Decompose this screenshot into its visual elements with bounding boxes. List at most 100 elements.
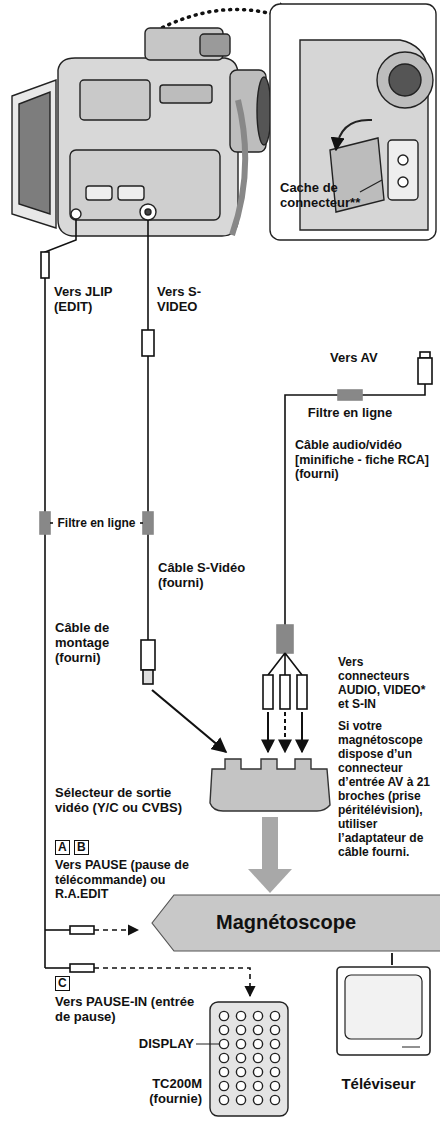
connector-cover-label: Cache de connecteur** (280, 180, 376, 210)
filter-label: Filtre en ligne (53, 516, 140, 530)
remote-button (253, 1067, 262, 1076)
remote-button (236, 1039, 245, 1048)
node-label: Magnétoscope (140, 911, 432, 934)
cable-label: Câble S-Vidéo (fourni) (158, 560, 270, 590)
av-cable (280, 675, 290, 709)
av-cable (301, 712, 303, 752)
editing-cable (70, 926, 94, 934)
camcorder (200, 34, 230, 56)
cable-line (392, 953, 393, 965)
big-arrow (248, 817, 292, 893)
camcorder (140, 204, 156, 220)
remote-button (219, 1039, 228, 1048)
connector-shaft (262, 817, 278, 869)
remote-control (196, 1002, 288, 1116)
remote-control (210, 1002, 288, 1116)
remote-button (236, 1095, 245, 1104)
inset-closeup (360, 180, 382, 192)
inset-closeup (377, 52, 433, 108)
note: Si votre magnétoscope dispose d’un conne… (338, 719, 438, 859)
tv-set: Téléviseur (335, 965, 432, 1093)
av-cable (338, 390, 362, 400)
camcorder (12, 80, 56, 228)
remote-button (270, 1081, 279, 1090)
s-video-cable (143, 670, 153, 684)
model-label: TC200M (fournie) (108, 1076, 202, 1106)
remote-button (219, 1067, 228, 1076)
camcorder (71, 209, 81, 219)
s-video-cable (142, 330, 154, 356)
editing-cable (94, 929, 138, 931)
camcorder (118, 186, 144, 200)
av-cable (420, 352, 430, 358)
tv-set-outline (335, 965, 432, 1093)
remote-button (219, 1053, 228, 1062)
remote-button (236, 1011, 245, 1020)
connector-label: Vers PAUSE-IN (entrée de pause) (55, 994, 205, 1024)
editing-cable (45, 967, 70, 969)
inset-closeup (388, 140, 418, 200)
inset-closeup (336, 120, 372, 150)
note-column: Vers connecteurs AUDIO, VIDEO* et S-IN Si… (338, 655, 438, 859)
camcorder (145, 209, 151, 215)
editing-cable (41, 252, 49, 278)
remote-button (253, 1095, 262, 1104)
remote-button (236, 1025, 245, 1034)
av-cable (418, 358, 432, 384)
remote-button (253, 1025, 262, 1034)
camcorder (257, 77, 271, 145)
remote-button (270, 1053, 279, 1062)
remote-button (270, 1067, 279, 1076)
arrowhead (248, 869, 292, 893)
remote-button (270, 1011, 279, 1020)
remote-button (253, 1011, 262, 1020)
inset-closeup (389, 64, 421, 96)
cable-label: Câble audio/vidéo [minifiche - fiche RCA… (295, 438, 435, 482)
editing-cable (70, 964, 94, 972)
editing-cable (45, 929, 70, 931)
s-video-cable (152, 690, 226, 752)
remote-button (270, 1025, 279, 1034)
camcorder (160, 85, 212, 103)
editing-cable (40, 512, 50, 534)
av-cable (268, 653, 302, 675)
inset-closeup (398, 155, 408, 165)
av-cable (285, 384, 425, 655)
camcorder (58, 58, 238, 236)
connector-shaft (391, 953, 393, 965)
s-video-cable (141, 640, 155, 670)
remote-button (219, 1025, 228, 1034)
node-label: Sélecteur de sortie vidéo (Y/C ou CVBS) (55, 785, 205, 815)
s-video-cable (140, 522, 143, 524)
camcorder (80, 80, 150, 120)
remote-button (219, 1011, 228, 1020)
connector-label: Vers connecteurs AUDIO, VIDEO* et S-IN (338, 655, 438, 711)
camcorder (232, 100, 245, 235)
s-video-cable (50, 220, 226, 752)
video-output-selector: Sélecteur de sortie vidéo (Y/C ou CVBS) (55, 755, 335, 817)
callout-letter: C (55, 976, 70, 991)
remote-button (236, 1067, 245, 1076)
inset-closeup (270, 4, 436, 240)
cable-label: Câble de montage (fourni) (55, 620, 137, 666)
remote-button (253, 1039, 262, 1048)
callout-letter: A (55, 840, 70, 855)
av-cable (297, 675, 307, 709)
editing-cable (94, 968, 250, 996)
remote-button (253, 1053, 262, 1062)
remote-button (219, 1095, 228, 1104)
av-cable (277, 625, 293, 653)
camcorder (70, 150, 220, 220)
tv-drawing (337, 967, 430, 1055)
remote-button (236, 1053, 245, 1062)
jack-label: Vers S-VIDEO (157, 284, 229, 314)
camcorder (19, 92, 50, 214)
camcorder (86, 186, 112, 200)
inset-closeup (398, 177, 408, 187)
inset-closeup (270, 4, 436, 240)
button-label: DISPLAY (118, 1036, 194, 1051)
selector-shape (210, 759, 330, 811)
remote-button (270, 1095, 279, 1104)
editing-cable (45, 219, 76, 968)
filter-label: Filtre en ligne (295, 405, 405, 420)
